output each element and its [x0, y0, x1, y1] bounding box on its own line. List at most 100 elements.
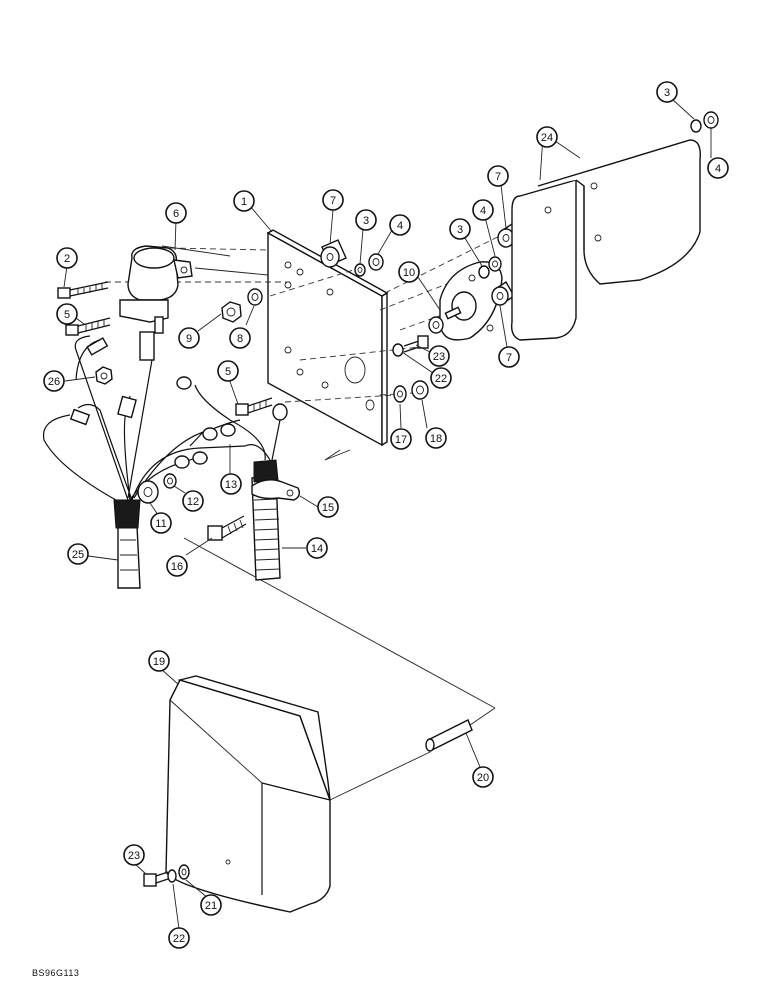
svg-text:25: 25: [72, 549, 84, 561]
svg-text:22: 22: [173, 933, 185, 945]
relay-solenoid: [119, 245, 193, 361]
main-cable: [113, 499, 141, 589]
svg-text:22: 22: [435, 373, 447, 385]
svg-text:7: 7: [495, 171, 501, 183]
callout-25: 25: [67, 543, 89, 565]
callout-9: 9: [178, 327, 200, 349]
callout-19: 19: [148, 650, 170, 672]
svg-text:3: 3: [664, 87, 670, 99]
callout-7: 7: [487, 165, 509, 187]
svg-text:3: 3: [363, 215, 369, 227]
callout-24: 24: [536, 126, 558, 148]
callout-4: 4: [389, 214, 411, 236]
svg-text:2: 2: [64, 253, 70, 265]
cover-19: [165, 675, 331, 913]
callout-5: 5: [56, 303, 78, 325]
callout-7: 7: [322, 189, 344, 211]
callout-7: 7: [498, 346, 520, 368]
callout-10: 10: [398, 261, 420, 283]
washer-3-right: [690, 119, 702, 133]
callout-16: 16: [166, 555, 188, 577]
svg-text:23: 23: [128, 850, 140, 862]
svg-text:9: 9: [186, 333, 192, 345]
nut-26: [95, 366, 113, 385]
svg-text:7: 7: [330, 195, 336, 207]
svg-text:18: 18: [430, 433, 442, 445]
spacer-7-center: [320, 239, 347, 268]
washer-3-breaker: [478, 265, 490, 279]
spacer-7-lower: [491, 281, 515, 306]
callouts: 1 2 3 3 3 4 4 4 5 5 6 7 7 7 8 9 10 11 12…: [43, 81, 729, 949]
callout-22: 22: [430, 367, 452, 389]
callout-13: 13: [220, 473, 242, 495]
callout-4: 4: [472, 199, 494, 221]
nut-18: [411, 380, 429, 400]
callout-8: 8: [229, 327, 251, 349]
callout-3: 3: [656, 81, 678, 103]
svg-text:23: 23: [433, 351, 445, 363]
callout-22: 22: [168, 927, 190, 949]
callout-18: 18: [425, 427, 447, 449]
bolt-16: [207, 515, 247, 541]
callout-12: 12: [182, 490, 204, 512]
callout-5: 5: [217, 360, 239, 382]
svg-text:11: 11: [155, 518, 166, 530]
wire-harness: [42, 335, 288, 506]
svg-text:6: 6: [173, 208, 179, 220]
washer-12: [163, 473, 177, 489]
svg-text:17: 17: [395, 434, 407, 446]
callout-17: 17: [390, 428, 412, 450]
svg-text:24: 24: [541, 132, 553, 144]
nut-4-center: [368, 253, 384, 271]
nut-9: [221, 301, 242, 323]
svg-text:5: 5: [64, 309, 70, 321]
callout-3: 3: [449, 218, 471, 240]
washer-21-bottom: [178, 864, 190, 880]
bolt-5-left: [65, 317, 111, 336]
svg-text:14: 14: [311, 543, 323, 555]
svg-text:4: 4: [480, 205, 486, 217]
washer-3-center: [354, 263, 366, 277]
washer-22-bottom: [167, 869, 177, 883]
nut-11: [137, 480, 159, 504]
svg-text:5: 5: [225, 366, 231, 378]
bolt-5-center: [235, 397, 273, 416]
svg-text:12: 12: [187, 496, 199, 508]
callout-1: 1: [233, 190, 255, 212]
nut-4-breaker: [488, 256, 502, 272]
bracket-24: [510, 139, 701, 341]
callout-26: 26: [43, 370, 65, 392]
callout-3: 3: [355, 209, 377, 231]
svg-text:21: 21: [205, 900, 217, 912]
clamp-15: [251, 479, 301, 501]
washer-17: [393, 385, 407, 403]
callout-14: 14: [306, 537, 328, 559]
callout-20: 20: [472, 766, 494, 788]
pin-20: [425, 719, 473, 752]
svg-text:26: 26: [48, 376, 60, 388]
washer-22: [392, 343, 404, 357]
svg-text:7: 7: [506, 352, 512, 364]
callout-15: 15: [317, 496, 339, 518]
svg-text:13: 13: [225, 479, 237, 491]
svg-text:4: 4: [397, 220, 403, 232]
callout-11: 11: [150, 512, 172, 534]
callout-21: 21: [200, 894, 222, 916]
callout-2: 2: [56, 247, 78, 269]
washer-8: [247, 288, 263, 306]
svg-text:15: 15: [322, 502, 334, 514]
svg-text:1: 1: [241, 196, 247, 208]
conduit: [251, 459, 281, 581]
svg-text:10: 10: [403, 267, 415, 279]
svg-text:16: 16: [171, 561, 183, 573]
callout-6: 6: [165, 202, 187, 224]
screw-23-bottom: [143, 871, 169, 887]
svg-text:20: 20: [477, 772, 489, 784]
svg-text:19: 19: [153, 656, 165, 668]
callout-23: 23: [123, 844, 145, 866]
callout-23: 23: [428, 345, 450, 367]
circuit-breaker: [428, 261, 503, 341]
nut-4-right: [703, 111, 719, 129]
svg-text:4: 4: [715, 163, 721, 175]
